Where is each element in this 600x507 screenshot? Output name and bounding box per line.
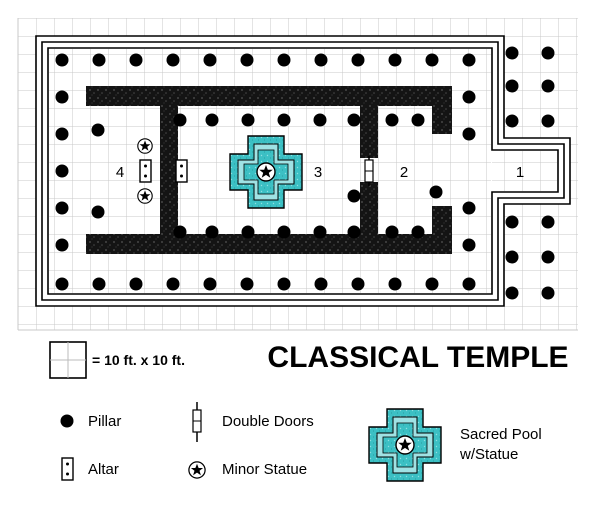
pillar [505, 46, 519, 60]
sacred-pool[interactable] [229, 135, 303, 209]
altar-room4[interactable] [139, 159, 152, 183]
pillar [314, 277, 328, 291]
pillar [462, 127, 476, 141]
pillar [55, 238, 69, 252]
pillar [55, 90, 69, 104]
pillar [541, 215, 555, 229]
pillar [411, 225, 425, 239]
pillar [462, 277, 476, 291]
sacred-pool-label: Sacred Pool [460, 426, 542, 443]
pillar [173, 113, 187, 127]
pillar [425, 277, 439, 291]
pillar [388, 277, 402, 291]
double-doors-label: Double Doors [222, 413, 314, 430]
pillar [351, 53, 365, 67]
pillar [55, 164, 69, 178]
pillar [505, 250, 519, 264]
sacred-pool-label-2: w/Statue [459, 446, 518, 463]
pillar [541, 79, 555, 93]
pillar [313, 113, 327, 127]
pillar [411, 113, 425, 127]
pillar [347, 113, 361, 127]
pillar [91, 123, 105, 137]
sacred-pool-icon [368, 408, 442, 482]
pillar [314, 53, 328, 67]
pillar [166, 53, 180, 67]
pillar [541, 114, 555, 128]
pillar [203, 277, 217, 291]
pillar [277, 53, 291, 67]
pillar [505, 114, 519, 128]
pillar [462, 90, 476, 104]
minor-statue-icon [137, 188, 153, 204]
pillar [277, 277, 291, 291]
pillar [385, 225, 399, 239]
inner-walls [86, 86, 452, 254]
altar-icon [61, 457, 74, 481]
pillar [55, 53, 69, 67]
pillar [505, 286, 519, 300]
scale-label: = 10 ft. x 10 ft. [92, 352, 185, 368]
pillar [541, 286, 555, 300]
pillar [388, 53, 402, 67]
pillar [541, 250, 555, 264]
pillar [462, 201, 476, 215]
pillar [429, 185, 443, 199]
pillars [55, 46, 555, 300]
pillar [541, 46, 555, 60]
pillar [91, 205, 105, 219]
pillar [241, 113, 255, 127]
pillar [313, 225, 327, 239]
room-label-1: 1 [516, 164, 524, 181]
pillar [205, 113, 219, 127]
pillar [351, 277, 365, 291]
altar-label: Altar [88, 461, 119, 478]
scale-icon [49, 341, 87, 379]
minor-statue-icon [137, 138, 153, 154]
pillar [347, 189, 361, 203]
minor-statue-label: Minor Statue [222, 461, 307, 478]
minor-statue-icon [188, 461, 206, 479]
pillar [55, 201, 69, 215]
pillar [92, 53, 106, 67]
room-label-4: 4 [116, 164, 124, 181]
pillar [55, 127, 69, 141]
room-label-2: 2 [400, 164, 408, 181]
pillar [425, 53, 439, 67]
pillar [347, 225, 361, 239]
pillar [277, 113, 291, 127]
pillar [505, 215, 519, 229]
double-doors[interactable] [364, 156, 374, 186]
pillar [240, 277, 254, 291]
pillar [166, 277, 180, 291]
double-doors-icon [192, 402, 202, 442]
pillar [277, 225, 291, 239]
room-label-3: 3 [314, 164, 322, 181]
pillar [505, 79, 519, 93]
pillar [462, 53, 476, 67]
map-title: CLASSICAL TEMPLE [267, 341, 568, 374]
pillar [92, 277, 106, 291]
pillar [462, 238, 476, 252]
pillar-label: Pillar [88, 413, 121, 430]
pillar [129, 53, 143, 67]
pillar [173, 225, 187, 239]
pillar-icon [60, 414, 74, 428]
pillar [203, 53, 217, 67]
pillar [129, 277, 143, 291]
pillar [385, 113, 399, 127]
pool-statue-icon [256, 162, 276, 182]
pillar [241, 225, 255, 239]
pillar [55, 277, 69, 291]
legend: = 10 ft. x 10 ft. CLASSICAL TEMPLE Pilla… [49, 341, 569, 482]
altar-room3[interactable] [175, 159, 188, 183]
pillar [240, 53, 254, 67]
pillar [205, 225, 219, 239]
